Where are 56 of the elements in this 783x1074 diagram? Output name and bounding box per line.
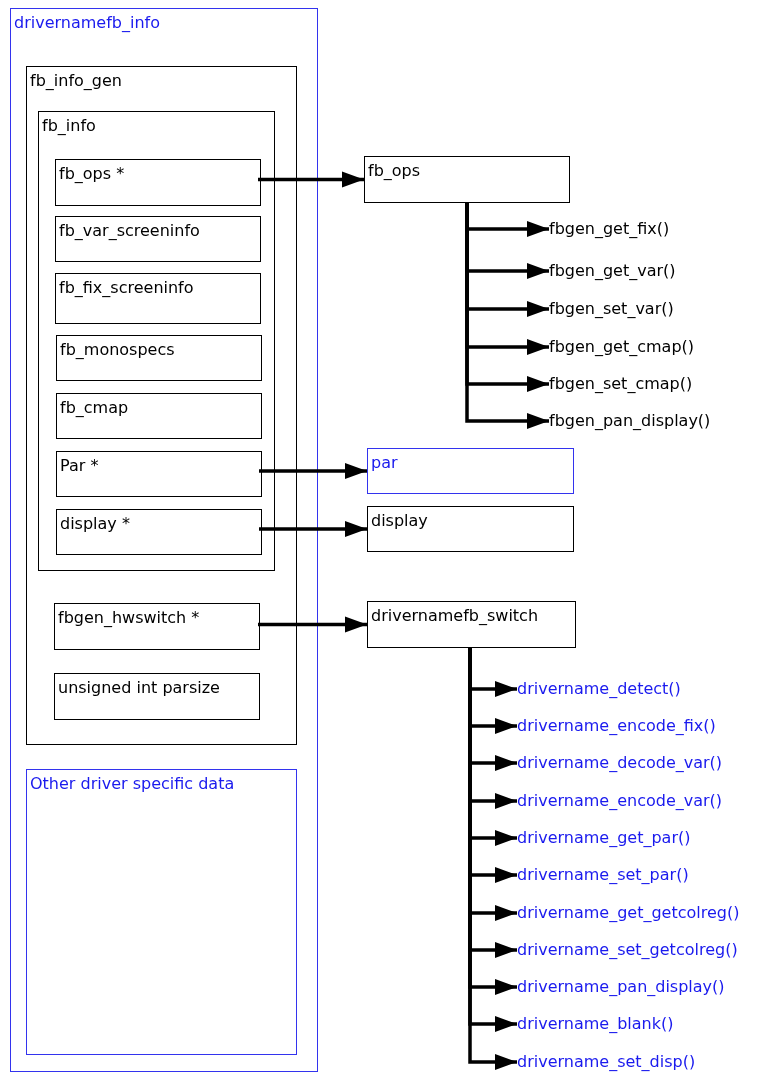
box-title: drivernamefb_info — [14, 13, 160, 33]
box-title: fb_cmap — [60, 398, 129, 418]
field-box — [364, 156, 570, 203]
function-label: fbgen_set_cmap() — [549, 373, 693, 395]
function-label: fbgen_get_fix() — [549, 218, 670, 240]
arrow — [258, 171, 364, 188]
box-title: par — [371, 453, 398, 473]
function-label: fbgen_pan_display() — [549, 410, 711, 432]
box-title: fb_ops * — [59, 164, 125, 184]
function-label: drivername_get_par() — [517, 827, 691, 849]
arrow — [259, 463, 367, 479]
box-title: display * — [60, 514, 130, 534]
arrow — [258, 616, 367, 633]
box-title: fb_ops — [368, 161, 421, 181]
function-label: drivername_get_getcolreg() — [517, 902, 740, 924]
struct-container — [38, 111, 275, 571]
box-title: fb_var_screeninfo — [59, 221, 200, 241]
function-label: drivername_set_disp() — [517, 1051, 696, 1073]
function-label: fbgen_get_cmap() — [549, 336, 695, 358]
box-title: Par * — [60, 456, 99, 476]
field-box — [55, 273, 261, 324]
field-box — [367, 506, 574, 552]
field-box — [54, 603, 260, 650]
box-title: drivernamefb_switch — [371, 606, 539, 626]
function-label: drivername_encode_fix() — [517, 715, 716, 737]
struct-container — [10, 8, 318, 1072]
box-title: display — [371, 511, 428, 531]
field-box — [55, 159, 261, 206]
field-box — [55, 216, 261, 262]
function-label: drivername_encode_var() — [517, 790, 723, 812]
field-box — [26, 769, 297, 1055]
function-label: drivername_set_par() — [517, 864, 689, 886]
struct-container — [26, 66, 297, 745]
field-box — [56, 335, 262, 381]
box-title: fb_info_gen — [30, 71, 122, 91]
function-label: drivername_blank() — [517, 1013, 674, 1035]
function-label: drivername_detect() — [517, 678, 681, 700]
function-label: drivername_decode_var() — [517, 752, 723, 774]
box-title: unsigned int parsize — [58, 678, 220, 698]
function-label: fbgen_get_var() — [549, 260, 676, 282]
arrow — [465, 203, 549, 429]
box-title: fbgen_hwswitch * — [58, 608, 200, 628]
box-title: fb_fix_screeninfo — [59, 278, 194, 298]
field-box — [367, 601, 576, 648]
box-title: fb_info — [42, 116, 96, 136]
arrow — [259, 521, 367, 537]
function-label: drivername_set_getcolreg() — [517, 939, 738, 961]
field-box — [56, 509, 262, 555]
function-label: drivername_pan_display() — [517, 976, 725, 998]
box-title: fb_monospecs — [60, 340, 175, 360]
field-box — [367, 448, 574, 494]
field-box — [54, 673, 260, 720]
function-label: fbgen_set_var() — [549, 298, 674, 320]
field-box — [56, 451, 262, 497]
box-title: Other driver specific data — [30, 774, 235, 794]
field-box — [56, 393, 262, 439]
